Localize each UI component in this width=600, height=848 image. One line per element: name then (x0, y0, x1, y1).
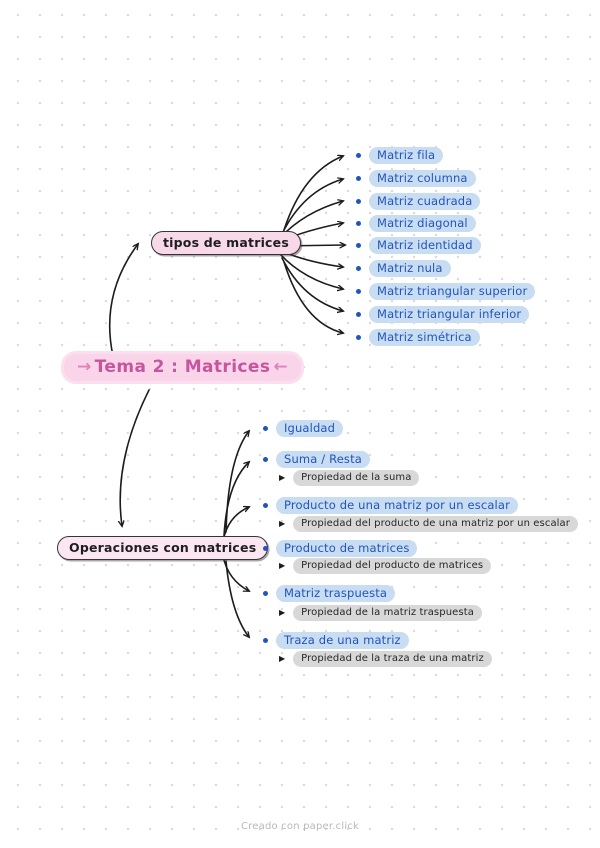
op-prop-label: Propiedad del producto de una matriz por… (293, 516, 579, 532)
bullet-icon (356, 312, 361, 317)
type-item-label: Matriz identidad (369, 237, 481, 254)
op-item-label: Igualdad (276, 420, 344, 437)
op-item-label: Matriz traspuesta (276, 585, 396, 602)
op-prop-label: Propiedad de la traza de una matriz (293, 651, 492, 667)
watermark-text: Creado con paper.click (240, 821, 360, 832)
triangle-icon: ▶ (279, 654, 286, 663)
type-item-cuadrada: Matriz cuadrada (356, 193, 481, 210)
op-item-label: Producto de una matriz por un escalar (276, 497, 518, 514)
type-item-label: Matriz triangular inferior (369, 306, 530, 323)
op-prop-traza: ▶ Propiedad de la traza de una matriz (279, 651, 492, 667)
op-item-traza: Traza de una matriz (263, 632, 409, 649)
bullet-icon (356, 199, 361, 204)
type-item-identidad: Matriz identidad (356, 237, 481, 254)
bullet-icon (263, 457, 268, 462)
type-item-diagonal: Matriz diagonal (356, 215, 476, 232)
type-item-simetrica: Matriz simétrica (356, 329, 480, 346)
branch-node-tipos: tipos de matrices (151, 231, 301, 255)
op-item-producto-escalar: Producto de una matriz por un escalar (263, 497, 518, 514)
bullet-icon (356, 221, 361, 226)
type-item-label: Matriz nula (369, 260, 451, 277)
op-item-label: Suma / Resta (276, 451, 370, 468)
type-item-label: Matriz columna (369, 170, 476, 187)
op-item-traspuesta: Matriz traspuesta (263, 585, 396, 602)
op-prop-producto-escalar: ▶ Propiedad del producto de una matriz p… (279, 516, 579, 532)
type-item-triangular-inferior: Matriz triangular inferior (356, 306, 530, 323)
bullet-icon (263, 591, 268, 596)
op-item-producto-matrices: Producto de matrices (263, 540, 418, 557)
op-prop-label: Propiedad del producto de matrices (293, 558, 492, 574)
op-prop-traspuesta: ▶ Propiedad de la matriz traspuesta (279, 605, 482, 621)
triangle-icon: ▶ (279, 608, 286, 617)
bullet-icon (356, 335, 361, 340)
branch-node-operaciones: Operaciones con matrices (57, 536, 269, 560)
op-item-label: Traza de una matriz (276, 632, 409, 649)
bullet-icon (356, 176, 361, 181)
type-item-triangular-superior: Matriz triangular superior (356, 283, 536, 300)
type-item-fila: Matriz fila (356, 147, 444, 164)
type-item-label: Matriz diagonal (369, 215, 476, 232)
op-prop-suma: ▶ Propiedad de la suma (279, 470, 420, 486)
op-prop-producto-matrices: ▶ Propiedad del producto de matrices (279, 558, 492, 574)
bullet-icon (263, 503, 268, 508)
bullet-icon (356, 266, 361, 271)
arrow-right-icon: → (77, 357, 92, 377)
bullet-icon (263, 546, 268, 551)
op-item-suma-resta: Suma / Resta (263, 451, 370, 468)
bullet-icon (356, 243, 361, 248)
type-item-label: Matriz cuadrada (369, 193, 481, 210)
op-prop-label: Propiedad de la suma (293, 470, 420, 486)
bullet-icon (263, 426, 268, 431)
bullet-icon (356, 289, 361, 294)
op-item-igualdad: Igualdad (263, 420, 344, 437)
triangle-icon: ▶ (279, 473, 286, 482)
type-item-nula: Matriz nula (356, 260, 451, 277)
type-item-label: Matriz fila (369, 147, 444, 164)
bullet-icon (263, 638, 268, 643)
bullet-icon (356, 153, 361, 158)
type-item-label: Matriz simétrica (369, 329, 480, 346)
type-item-label: Matriz triangular superior (369, 283, 536, 300)
triangle-icon: ▶ (279, 519, 286, 528)
op-item-label: Producto de matrices (276, 540, 418, 557)
triangle-icon: ▶ (279, 561, 286, 570)
arrow-left-icon: ← (273, 357, 289, 377)
root-node-tema2: →Tema 2 : Matrices← (64, 354, 302, 381)
root-title: Tema 2 : Matrices (94, 357, 271, 377)
op-prop-label: Propiedad de la matriz traspuesta (293, 605, 482, 621)
type-item-columna: Matriz columna (356, 170, 476, 187)
